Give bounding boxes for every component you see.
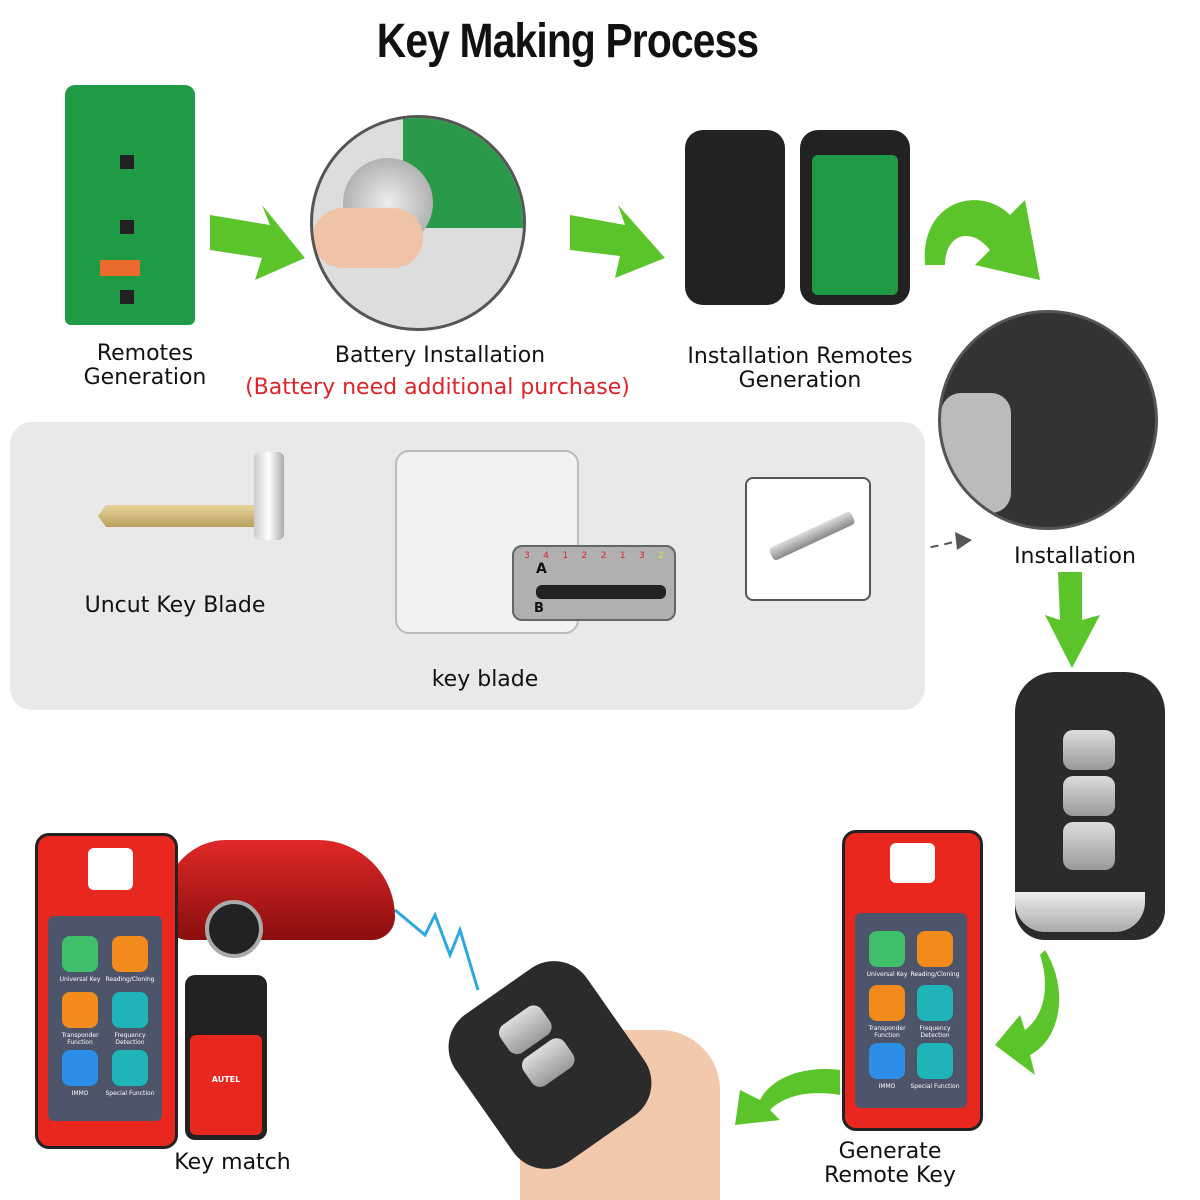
uncut-key-blade-image bbox=[98, 505, 258, 527]
green-curved-arrow-icon bbox=[995, 950, 1060, 1075]
green-arrow-icon bbox=[570, 205, 665, 278]
pcb-board-image bbox=[65, 85, 195, 325]
reading-cloning-icon bbox=[112, 936, 148, 972]
remote-board-image bbox=[800, 130, 910, 305]
key-blade-head bbox=[254, 452, 284, 540]
label-a: A bbox=[536, 561, 547, 577]
red-car-image bbox=[165, 840, 395, 958]
installation-image bbox=[938, 310, 1158, 530]
reading-cloning-icon bbox=[917, 931, 953, 967]
code-digit: 1 bbox=[562, 551, 569, 561]
key-code-display: 3 4 1 2 2 1 3 2 A B bbox=[512, 545, 676, 621]
label-remotes-generation: Remotes Generation bbox=[83, 341, 207, 390]
universal-key-icon bbox=[62, 936, 98, 972]
autel-logo: AUTEL bbox=[211, 1075, 241, 1084]
green-curved-arrow-icon bbox=[735, 1069, 840, 1125]
label-uncut-key-blade: Uncut Key Blade bbox=[84, 593, 266, 618]
immo-icon bbox=[62, 1050, 98, 1086]
app-label: Transponder Function bbox=[868, 1025, 906, 1039]
cut-key-blade-image bbox=[745, 477, 871, 601]
code-digit: 2 bbox=[581, 551, 588, 561]
label-b: B bbox=[534, 601, 544, 616]
code-digit: 3 bbox=[639, 551, 645, 561]
code-digit: 1 bbox=[619, 551, 626, 561]
label-battery-note: (Battery need additional purchase) bbox=[245, 375, 630, 400]
label-generate-remote-key: Generate Remote Key bbox=[824, 1139, 956, 1188]
smart-key-image bbox=[1015, 672, 1165, 940]
universal-key-icon bbox=[869, 931, 905, 967]
obd-dongle-image: AUTEL bbox=[185, 975, 267, 1140]
app-label: Universal Key bbox=[866, 971, 908, 978]
code-digit: 3 bbox=[524, 551, 530, 561]
frequency-icon bbox=[112, 992, 148, 1028]
special-function-icon bbox=[112, 1050, 148, 1086]
app-label: IMMO bbox=[878, 1083, 896, 1090]
code-digit: 2 bbox=[658, 551, 664, 561]
transponder-icon bbox=[869, 985, 905, 1021]
label-installation: Installation bbox=[1014, 544, 1136, 569]
special-function-icon bbox=[917, 1043, 953, 1079]
frequency-icon bbox=[917, 985, 953, 1021]
label-key-match: Key match bbox=[174, 1150, 291, 1175]
key-programmer-tablet-left: Universal Key Reading/Cloning Transponde… bbox=[35, 833, 178, 1149]
green-down-arrow-icon bbox=[1045, 572, 1100, 668]
app-label: Frequency Detection bbox=[114, 1032, 146, 1046]
app-label: Universal Key bbox=[59, 976, 101, 983]
wireless-signal-icon bbox=[394, 908, 480, 991]
immo-icon bbox=[869, 1043, 905, 1079]
app-label: IMMO bbox=[71, 1090, 89, 1097]
app-label: Special Function bbox=[910, 1083, 960, 1090]
transponder-icon bbox=[62, 992, 98, 1028]
app-label: Special Function bbox=[105, 1090, 155, 1097]
app-label: Reading/Cloning bbox=[910, 971, 960, 978]
label-key-blade: key blade bbox=[431, 667, 539, 692]
key-programmer-tablet-right: Universal Key Reading/Cloning Transponde… bbox=[842, 830, 983, 1131]
green-curved-arrow-icon bbox=[924, 200, 1040, 280]
code-digit: 2 bbox=[600, 551, 607, 561]
label-installation-remotes-generation: Installation Remotes Generation bbox=[687, 344, 913, 393]
app-label: Reading/Cloning bbox=[105, 976, 155, 983]
code-digit: 4 bbox=[543, 551, 549, 561]
battery-installation-image bbox=[310, 115, 526, 331]
app-label: Frequency Detection bbox=[919, 1025, 951, 1039]
app-label: Transponder Function bbox=[61, 1032, 99, 1046]
green-arrow-icon bbox=[210, 205, 305, 280]
remote-shell-image bbox=[685, 130, 785, 305]
page-title: Key Making Process bbox=[376, 15, 759, 68]
label-battery-installation: Battery Installation bbox=[334, 343, 546, 368]
